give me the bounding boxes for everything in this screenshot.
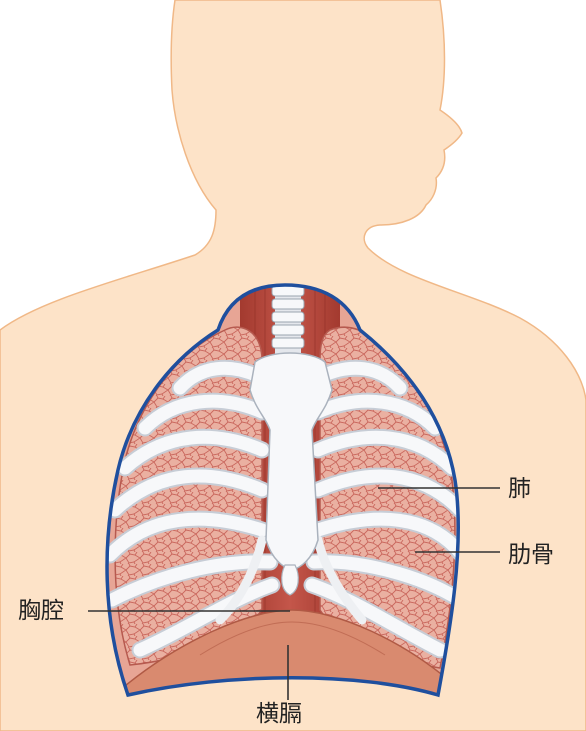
sternum xyxy=(249,352,333,596)
thoracic-outline xyxy=(105,283,460,698)
label-lung: 肺 xyxy=(508,476,531,502)
label-thoracic-cavity: 胸腔 xyxy=(18,598,64,624)
leader-lines xyxy=(88,487,500,700)
label-diaphragm: 横膈 xyxy=(256,701,302,727)
ribs xyxy=(107,359,459,659)
spine xyxy=(271,285,305,363)
label-rib: 肋骨 xyxy=(508,542,554,568)
